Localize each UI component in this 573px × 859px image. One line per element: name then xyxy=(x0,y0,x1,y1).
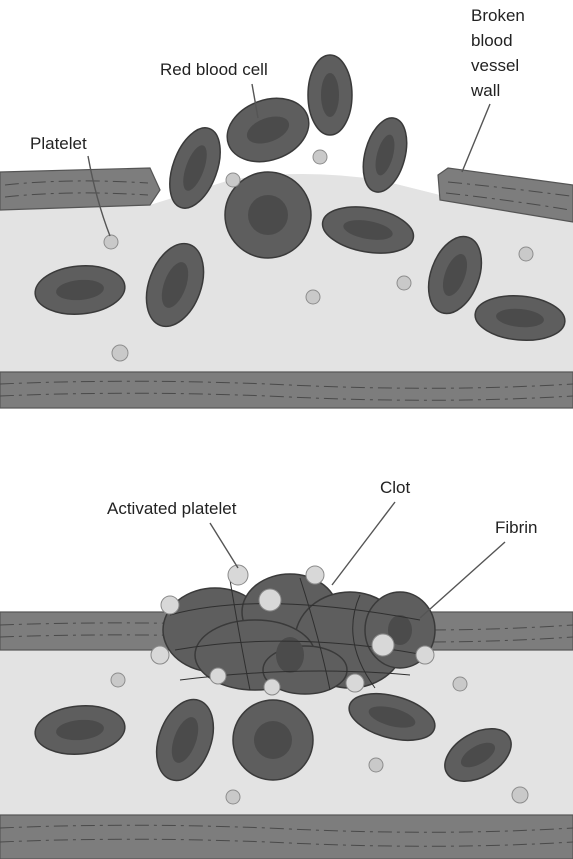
label-platelet: Platelet xyxy=(30,134,87,153)
activated-platelet xyxy=(161,596,179,614)
platelet xyxy=(111,673,125,687)
platelet xyxy=(226,790,240,804)
leader-fibrin xyxy=(420,542,505,618)
activated-platelet xyxy=(372,634,394,656)
activated-platelet xyxy=(306,566,324,584)
platelet xyxy=(519,247,533,261)
leader-activated-platelet xyxy=(210,523,238,568)
leader-broken-wall xyxy=(462,104,490,172)
label-broken-wall-line-3: vessel xyxy=(471,56,519,75)
red-blood-cell xyxy=(308,55,352,135)
label-red-blood-cell: Red blood cell xyxy=(160,60,268,79)
platelet xyxy=(306,290,320,304)
activated-platelet xyxy=(264,679,280,695)
platelet xyxy=(104,235,118,249)
top-vessel-upper-wall-left xyxy=(0,168,160,210)
activated-platelet xyxy=(416,646,434,664)
red-blood-cell xyxy=(218,87,317,172)
label-activated-platelet: Activated platelet xyxy=(107,499,237,518)
top-vessel-lower-wall xyxy=(0,372,573,408)
platelet xyxy=(453,677,467,691)
activated-platelet xyxy=(346,674,364,692)
label-broken-wall-line-4: wall xyxy=(470,81,500,100)
label-clot: Clot xyxy=(380,478,411,497)
platelet xyxy=(112,345,128,361)
bottom-panel: Activated platelet Clot Fibrin xyxy=(0,478,573,859)
activated-platelet xyxy=(259,589,281,611)
bottom-vessel-lower-wall xyxy=(0,815,573,859)
top-panel: Red blood cell Platelet Broken blood ves… xyxy=(0,6,573,408)
label-broken-wall-line-2: blood xyxy=(471,31,513,50)
leader-clot xyxy=(332,502,395,585)
platelet xyxy=(226,173,240,187)
red-blood-cell xyxy=(233,700,313,780)
platelet xyxy=(369,758,383,772)
label-broken-wall-line-1: Broken xyxy=(471,6,525,25)
platelet xyxy=(313,150,327,164)
label-fibrin: Fibrin xyxy=(495,518,538,537)
platelet xyxy=(397,276,411,290)
platelet xyxy=(512,787,528,803)
activated-platelet xyxy=(151,646,169,664)
activated-platelet xyxy=(210,668,226,684)
